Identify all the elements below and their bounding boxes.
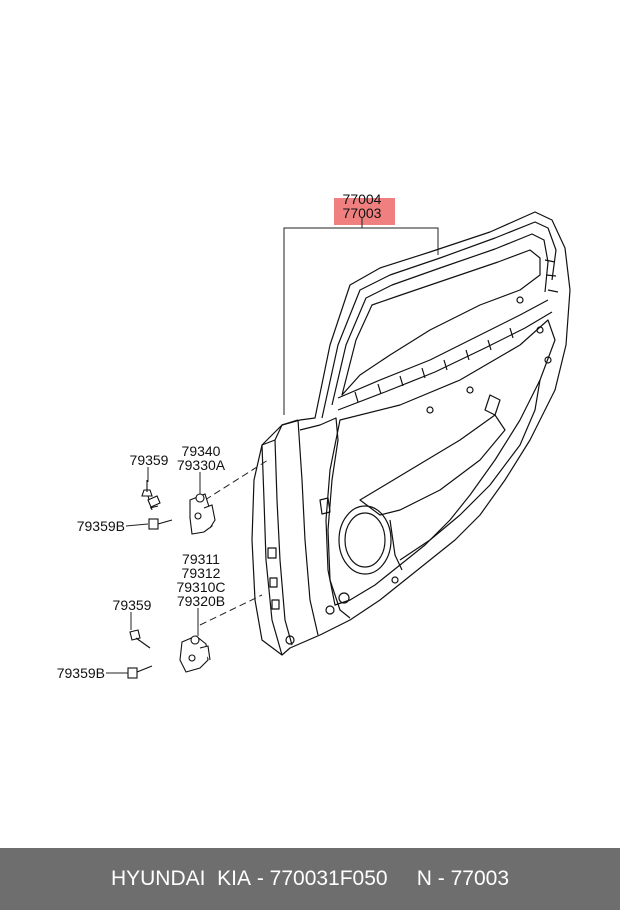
lower-hinge-bolts xyxy=(127,629,153,679)
assembly-dash-lines xyxy=(199,459,269,626)
door-parts-diagram: 77004 77003 79359 79340 79330A 79359B 79… xyxy=(57,191,571,681)
label-79312: 79312 xyxy=(182,565,221,581)
label-79310c: 79310C xyxy=(176,579,225,595)
label-79359b-upper: 79359B xyxy=(77,518,125,534)
footer-brand: HYUNDAI KIA xyxy=(110,867,251,890)
label-79340: 79340 xyxy=(182,443,221,459)
callout-leader-lines xyxy=(106,467,201,674)
rear-door-shell xyxy=(251,211,571,656)
label-77003: 77003 xyxy=(343,205,382,221)
label-77004: 77004 xyxy=(343,191,382,207)
part-highlight xyxy=(334,198,395,225)
label-79359b-lower: 79359B xyxy=(57,665,105,681)
footer-ref: N - 77003 xyxy=(416,867,510,890)
label-79320b: 79320B xyxy=(177,593,225,609)
upper-hinge-bolts xyxy=(141,480,173,530)
label-79330a: 79330A xyxy=(177,457,226,473)
label-79359-lower: 79359 xyxy=(113,597,152,613)
part-info-footer: HYUNDAI KIA - 770031F050 N - 77003 xyxy=(0,848,620,910)
footer-part-number: 770031F050 xyxy=(269,867,388,890)
footer-sep: - xyxy=(250,867,270,890)
upper-hinge xyxy=(189,493,216,535)
label-79311: 79311 xyxy=(182,551,220,567)
lower-hinge xyxy=(179,635,211,673)
panel-leader-lines xyxy=(283,218,439,415)
label-79359-upper: 79359 xyxy=(130,452,169,468)
footer-gap xyxy=(388,867,417,891)
